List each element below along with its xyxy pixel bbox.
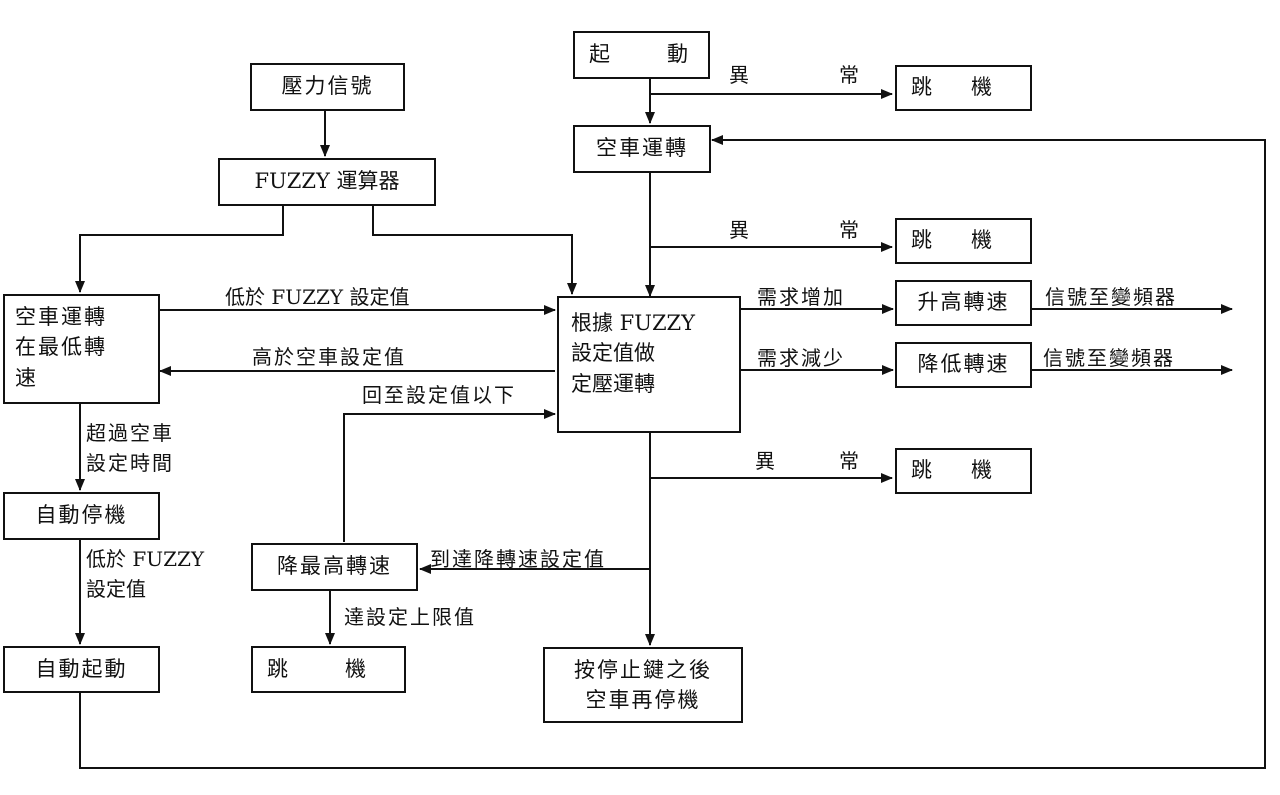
node-trip-3: 跳 機 [895,448,1032,494]
label-exceed-idle-time: 超過空車 設定時間 [86,421,174,475]
label-abnormal-top-char-1: 異 [729,63,749,87]
label-demand-down: 需求減少 [757,346,845,370]
label-abnormal-low-char-1: 異 [755,449,775,473]
node-idle-run: 空車運轉 [573,125,711,173]
node-idle-min-speed: 空車運轉 在最低轉 速 [3,294,160,404]
node-trip-2-char-1: 跳 [911,228,932,253]
node-lower-max-speed: 降最高轉速 [251,543,418,591]
label-abnormal-mid-char-2: 常 [839,218,859,242]
node-trip-3-char-1: 跳 [911,458,932,483]
node-trip-bottom-char-1: 跳 [267,656,288,681]
node-raise-speed: 升高轉速 [895,280,1032,326]
label-signal-inverter-2: 信號至變頻器 [1043,346,1175,370]
node-trip-bottom-char-2: 機 [345,656,366,681]
label-abnormal-low: 異 常 [755,448,859,474]
arrow-feedback-loop [79,135,1266,769]
arrow-back-below-setting [343,409,556,542]
node-trip-top-char-1: 跳 [911,75,932,100]
label-abnormal-low-char-2: 常 [839,449,859,473]
label-reach-reduce-setting: 到達降轉速設定值 [430,547,606,571]
label-signal-inverter-1: 信號至變頻器 [1045,285,1177,309]
node-auto-stop: 自動停機 [3,492,160,540]
node-trip-top-char-2: 機 [971,75,992,100]
node-stop-key: 按停止鍵之後 空車再停機 [543,647,743,723]
arrow-fuzzy-to-main [372,205,577,295]
arrow-fuzzy-to-idle-min [75,205,284,293]
label-reach-upper-limit: 達設定上限值 [344,605,476,629]
node-lower-speed: 降低轉速 [895,342,1032,388]
label-abnormal-top-char-2: 常 [839,63,859,87]
node-trip-bottom: 跳 機 [251,646,406,693]
node-trip-3-char-2: 機 [971,458,992,483]
node-fuzzy-main: 根據 FUZZY 設定值做 定壓運轉 [557,296,741,433]
node-start-char-1: 起 [589,42,612,67]
label-below-fuzzy-setting: 低於 FUZZY 設定值 [86,547,205,601]
node-trip-top: 跳 機 [895,65,1032,111]
node-start-char-2: 動 [667,42,690,67]
node-trip-2-char-2: 機 [971,228,992,253]
node-fuzzy-calc: FUZZY 運算器 [218,158,436,206]
label-abnormal-mid-char-1: 異 [729,218,749,242]
label-back-below: 回至設定值以下 [362,383,516,407]
label-abnormal-top: 異 常 [729,62,859,88]
node-auto-start: 自動起動 [3,646,160,693]
label-demand-up: 需求增加 [757,285,845,309]
node-start: 起 動 [573,31,710,79]
label-abnormal-mid: 異 常 [729,217,859,243]
node-trip-2: 跳 機 [895,218,1032,264]
node-pressure-signal: 壓力信號 [250,63,405,111]
label-below-fuzzy: 低於 FUZZY 設定值 [225,285,410,309]
label-above-idle: 高於空車設定值 [252,345,406,369]
